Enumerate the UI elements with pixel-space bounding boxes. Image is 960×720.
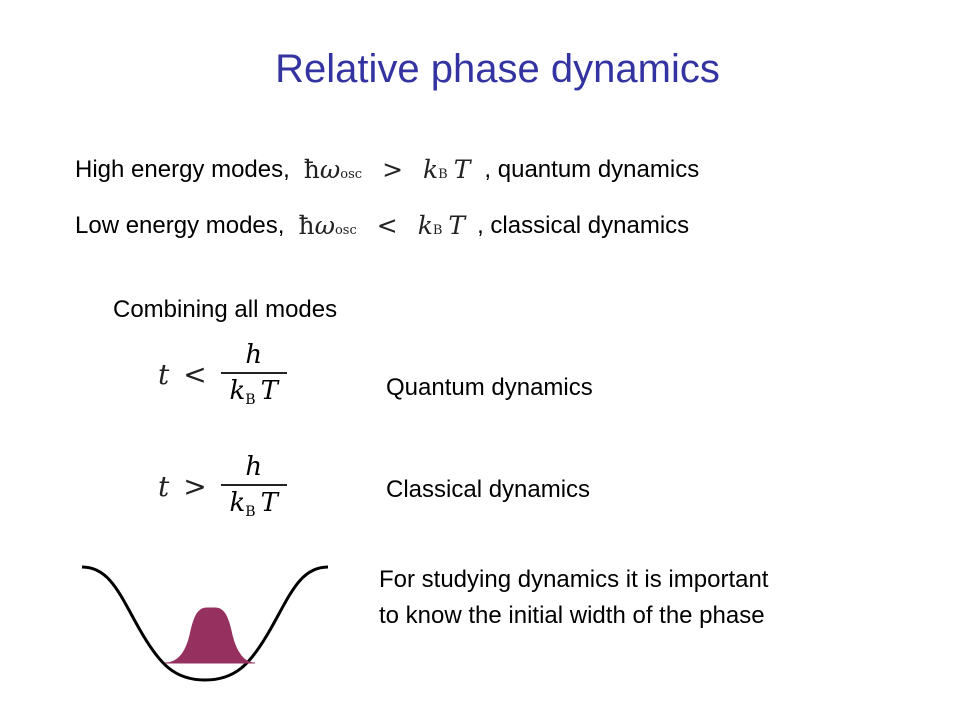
slide-title: Relative phase dynamics (275, 47, 720, 91)
high-energy-suffix: , quantum dynamics (484, 155, 700, 183)
high-energy-prefix: High energy modes, (75, 155, 290, 183)
classical-dynamics-label: Classical dynamics (386, 476, 591, 503)
wave-packet (164, 607, 256, 664)
low-energy-prefix: Low energy modes, (75, 211, 285, 239)
potential-well-curve (81, 565, 329, 682)
low-energy-suffix: , classical dynamics (477, 211, 690, 239)
quantum-dynamics-label: Quantum dynamics (386, 374, 593, 401)
note-line-1: For studying dynamics it is important (379, 566, 769, 593)
note-text: For studying dynamics it is important to… (379, 562, 768, 634)
combining-heading: Combining all modes (113, 296, 338, 323)
note-line-2: to know the initial width of the phase (379, 602, 765, 629)
